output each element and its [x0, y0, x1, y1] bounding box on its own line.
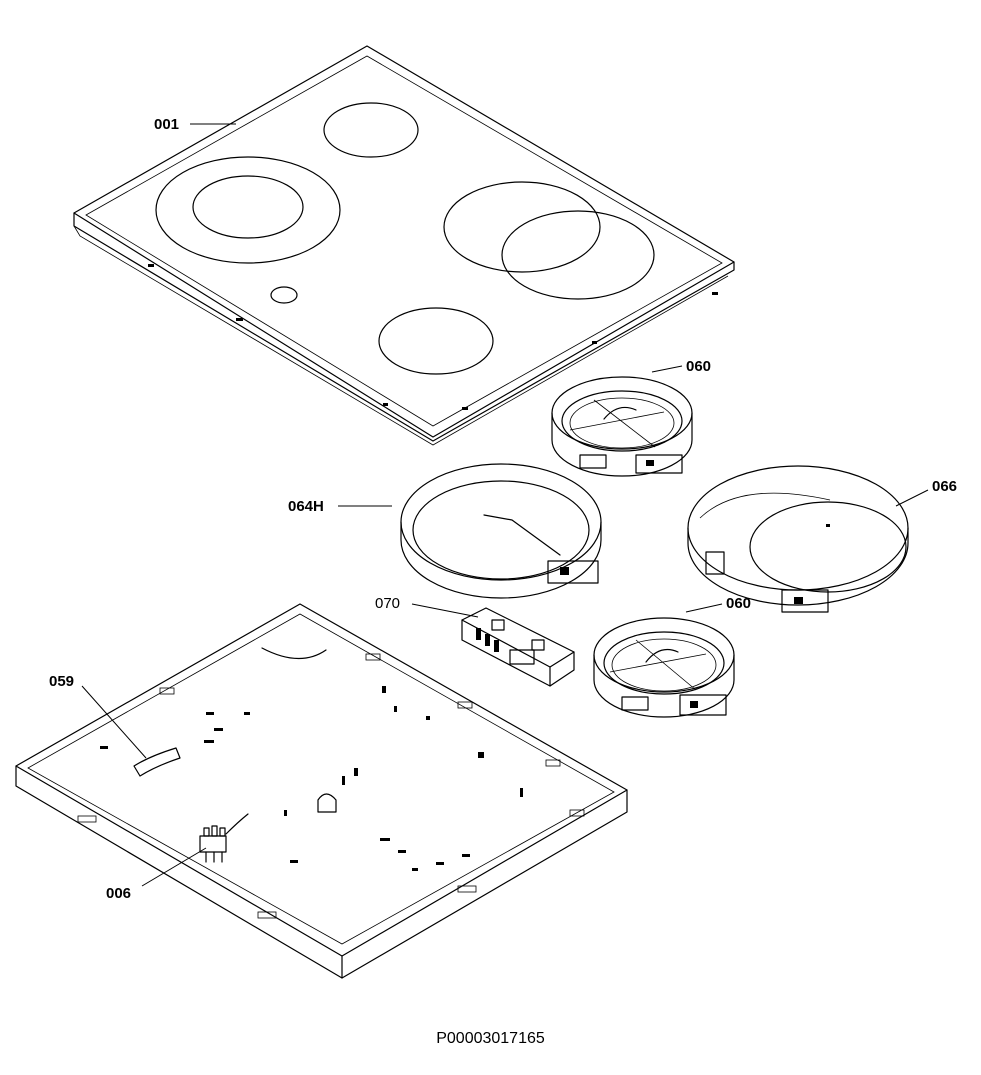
drawing-number: P00003017165 — [436, 1030, 545, 1047]
leader-060-lower — [685, 603, 723, 613]
heater-oval — [687, 465, 909, 613]
label-059: 059 — [49, 673, 74, 690]
leader-006 — [141, 847, 207, 887]
heater-large — [400, 463, 602, 599]
heater-small-upper — [551, 376, 693, 477]
label-070: 070 — [375, 595, 400, 612]
label-006: 006 — [106, 885, 131, 902]
strip-part — [133, 747, 181, 777]
leader-060-upper — [651, 365, 683, 373]
base-tray — [15, 603, 628, 979]
terminal-block — [199, 813, 249, 863]
leader-070 — [411, 603, 479, 618]
label-001: 001 — [154, 116, 179, 133]
label-060-lower: 060 — [726, 595, 751, 612]
leader-059 — [81, 685, 147, 759]
label-064h: 064H — [288, 498, 324, 515]
heater-small-lower — [593, 617, 735, 718]
control-unit — [461, 607, 575, 687]
leader-lines — [81, 123, 929, 887]
label-066: 066 — [932, 478, 957, 495]
glass-ceramic-top — [73, 45, 735, 446]
leader-066 — [895, 489, 929, 507]
label-060-upper: 060 — [686, 358, 711, 375]
part-labels: 001 060 064H 066 070 060 059 006 — [49, 116, 957, 902]
